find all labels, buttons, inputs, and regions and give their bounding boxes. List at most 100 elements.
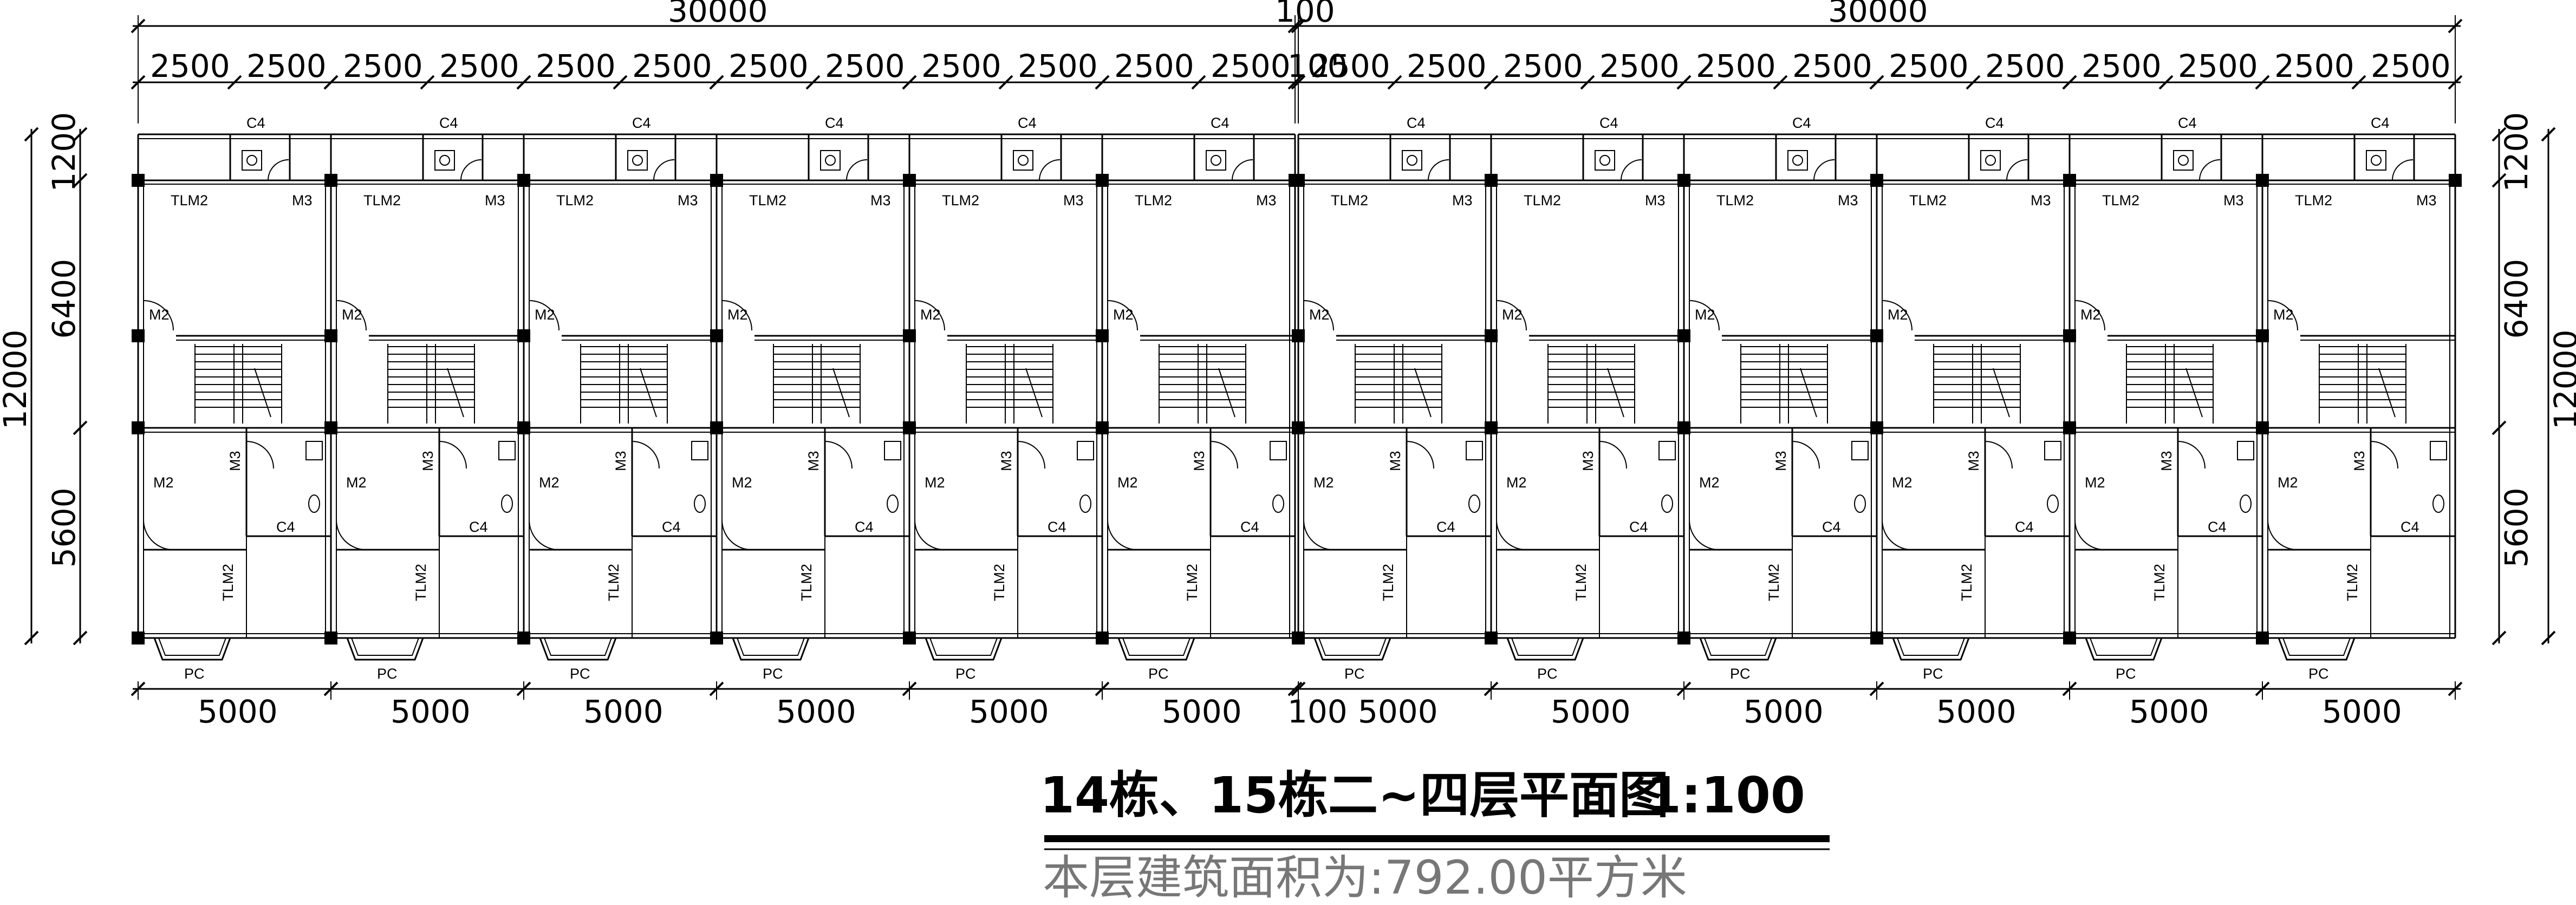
column: [710, 631, 723, 644]
door-label-m3: M3: [1966, 451, 1982, 471]
dimension-tick: [1484, 75, 1499, 90]
bay-dim-label: 2500: [1889, 48, 1969, 84]
bay-window: [2278, 637, 2356, 661]
door-swing: [143, 519, 174, 550]
bay-window: [1511, 637, 1579, 656]
column: [1096, 631, 1109, 644]
window-label-c4: C4: [1211, 115, 1230, 131]
dimension-tick: [998, 75, 1013, 90]
dimension-tick: [227, 75, 242, 90]
toilet-room: [1968, 133, 2029, 181]
side-dim-label: 5600: [45, 487, 82, 568]
door-swing: [1621, 159, 1642, 181]
door-label-tlm2: TLM2: [1184, 564, 1200, 601]
basin: [1466, 441, 1483, 460]
door-label-m3: M3: [2223, 192, 2244, 209]
window-label-c4: C4: [1822, 519, 1841, 535]
window-label-c4: C4: [2015, 519, 2034, 535]
toilet-fixture: [627, 150, 648, 171]
door-label-m2: M2: [539, 474, 560, 491]
window-label-pc: PC: [1923, 666, 1943, 682]
bay-window: [153, 637, 231, 661]
toilet-bowl: [887, 494, 899, 513]
toilet-bowl: [2178, 155, 2189, 166]
toilet-bowl: [825, 155, 836, 166]
toilet-bowl: [1018, 155, 1029, 166]
door-label-m3: M3: [2351, 451, 2367, 471]
window-label-c4: C4: [2401, 519, 2419, 535]
bay-window: [158, 637, 226, 656]
door-label-m2: M2: [1699, 474, 1720, 491]
bay-window: [1122, 637, 1191, 656]
dimension-tick: [2492, 173, 2507, 188]
bay-dim-label: 2500: [1503, 48, 1583, 84]
door-swing: [2392, 159, 2414, 181]
column: [903, 329, 916, 342]
door-label-m3: M3: [1838, 192, 1858, 209]
bay-dim-label: 2500: [1018, 48, 1098, 84]
toilet-bowl: [1599, 155, 1610, 166]
stair-break: [2185, 368, 2203, 418]
bay-window: [1506, 637, 1584, 661]
bay-window: [351, 637, 419, 656]
bay-window: [346, 637, 424, 661]
dimension-tick: [1387, 75, 1402, 90]
column: [2063, 329, 2076, 342]
unit-dim-label: 5000: [776, 693, 856, 730]
window-label-c4: C4: [1436, 519, 1455, 535]
stair-break: [1800, 368, 1817, 418]
unit-dim-label: 5000: [2129, 693, 2209, 730]
side-dim-label: 1200: [45, 112, 82, 192]
dimension-tick: [2062, 75, 2077, 90]
dimension-tick: [1580, 75, 1595, 90]
basin: [2044, 441, 2061, 460]
bay-dim-label: 2500: [1211, 48, 1291, 84]
window-label-pc: PC: [1148, 666, 1169, 682]
bay-window: [737, 637, 805, 656]
door-label-tlm2: TLM2: [1524, 192, 1561, 209]
basin: [884, 441, 901, 460]
door-label-tlm2: TLM2: [798, 564, 815, 601]
door-label-m3: M3: [613, 451, 629, 471]
dimension-tick: [2448, 75, 2463, 90]
column: [132, 329, 145, 342]
bay-window: [1313, 637, 1391, 661]
door-swing: [653, 159, 675, 181]
window-label-c4: C4: [855, 519, 874, 535]
column: [2256, 329, 2269, 342]
dimension-tick: [2255, 75, 2270, 90]
door-label-m3: M3: [1580, 451, 1596, 471]
door-swing: [1599, 441, 1627, 469]
door-swing: [824, 441, 853, 469]
door-swing: [529, 519, 560, 550]
door-label-m2: M2: [153, 474, 174, 491]
column: [1485, 631, 1498, 644]
door-label-m2: M2: [1892, 474, 1913, 491]
bay-dim-label: 2500: [2274, 48, 2354, 84]
gap-dim-label: 100: [1275, 0, 1335, 29]
side-dim-label: 5600: [2498, 487, 2535, 568]
toilet-bowl: [1854, 494, 1866, 513]
door-label-m3: M3: [1452, 192, 1473, 209]
door-label-m2: M2: [1888, 307, 1908, 323]
column: [132, 631, 145, 644]
window-label-c4: C4: [1629, 519, 1648, 535]
window-label-pc: PC: [1730, 666, 1751, 682]
bay-dim-label: 2500: [921, 48, 1001, 84]
door-label-tlm2: TLM2: [2151, 564, 2168, 601]
door-swing: [2370, 441, 2398, 469]
basin: [691, 441, 708, 460]
toilet-bowl: [632, 155, 643, 166]
column: [1096, 329, 1109, 342]
basin: [1851, 441, 1869, 460]
door-label-m2: M2: [1117, 474, 1138, 491]
door-label-m2: M2: [535, 307, 555, 323]
basin: [1658, 441, 1676, 460]
bay-dim-label: 2500: [1792, 48, 1872, 84]
door-label-m3: M3: [2158, 451, 2175, 471]
door-swing: [2074, 519, 2105, 550]
door-swing: [1882, 300, 1913, 331]
